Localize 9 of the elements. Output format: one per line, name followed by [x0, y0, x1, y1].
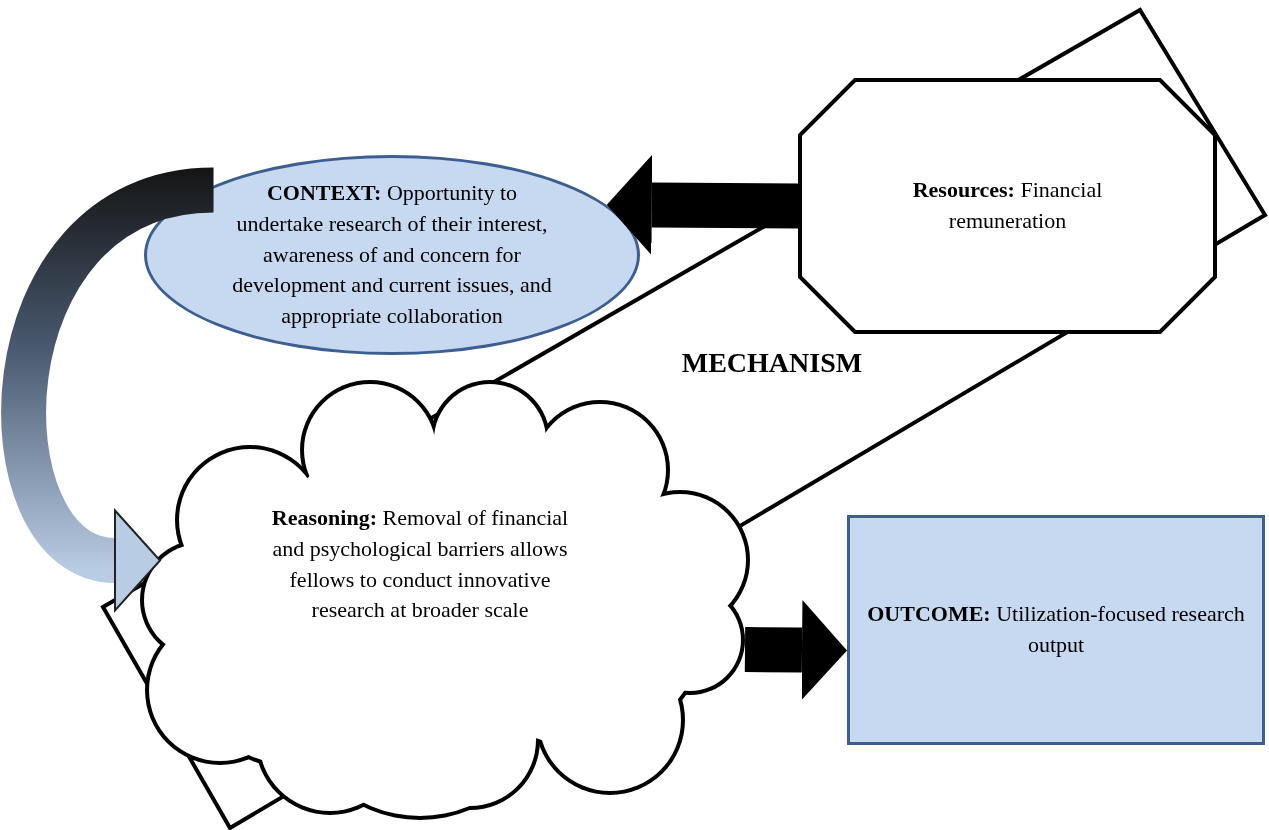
- block-arrow: [606, 155, 801, 255]
- node-text: CONTEXT: Opportunity to undertake research of their interest, awareness of and concern for development and current issues, and appropriate collaboration: [232, 179, 552, 331]
- node-text: OUTCOME: Utilization-focused research output: [866, 600, 1246, 659]
- block-arrow: [1, 167, 217, 611]
- node-text: MECHANISM: [680, 346, 864, 380]
- outcome-box: [847, 515, 1265, 745]
- node-text: Reasoning: Removal of financial and psychological barriers allows fellows to conduct innovative research at broader scale: [270, 504, 570, 625]
- node-text: Resources: Financial remuneration: [911, 176, 1104, 235]
- block-arrow: [744, 600, 847, 700]
